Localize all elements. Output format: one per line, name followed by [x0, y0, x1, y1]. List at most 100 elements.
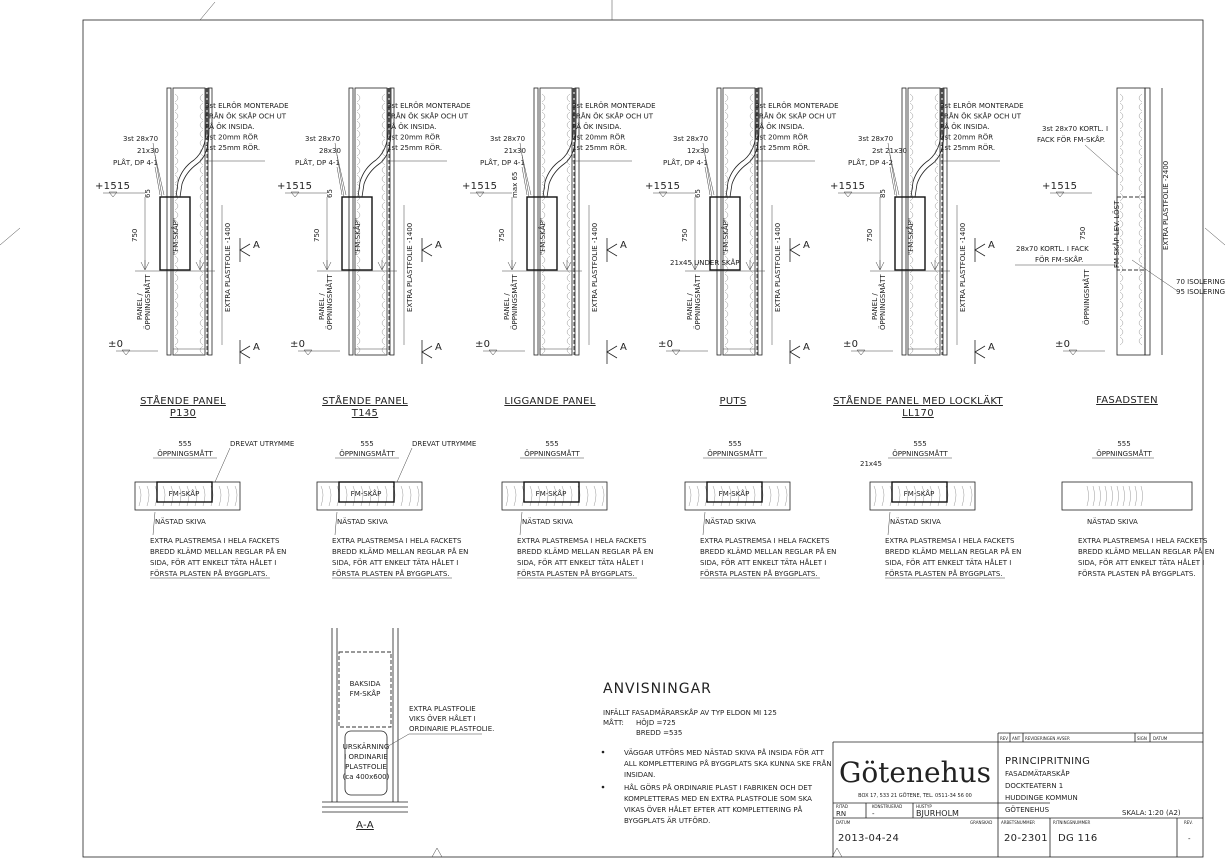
- plan-cabinet: [523, 481, 580, 503]
- instructions-line: HÖJD =725: [636, 718, 676, 727]
- cabinet-label: "FM-SKÅP": [538, 218, 547, 255]
- cabinet-back-outline: [338, 651, 392, 728]
- cabinet-label: "FM-SKÅP": [721, 218, 730, 255]
- opening-label: PANEL /: [686, 293, 694, 320]
- insulation-pattern: [174, 264, 204, 274]
- plan-insulation: [234, 485, 238, 507]
- section-arrow-icon: [974, 243, 986, 257]
- dim-height-label: 750: [131, 229, 139, 242]
- foil-label: EXTRA PLASTFOLIE -2400: [1162, 161, 1170, 250]
- bullet-line: VIKAS ÖVER HÅLET EFTER ATT KOMPLETTERING…: [624, 805, 803, 814]
- insulation-pattern: [1119, 327, 1143, 337]
- level-bottom: ±0: [290, 339, 305, 350]
- plan-width-label: ÖPPNINGSMÅTT: [524, 449, 580, 458]
- opening-markers: [502, 260, 582, 272]
- plan-note-line: FÖRSTA PLASTEN PÅ BYGGPLATS.: [700, 569, 818, 578]
- plan-note-line: BREDD KLÄMD MELLAN REGLAR PÅ EN: [1078, 547, 1214, 556]
- opening-label: PANEL /: [136, 293, 144, 320]
- detail-column-3: "FM-SKÅP" 3st ELRÖR MONTERADE FRÅN ÖK SKÅP…: [462, 87, 656, 579]
- insulation-pattern: [1119, 228, 1143, 238]
- rev-header: ANT: [1012, 736, 1021, 741]
- plan-note-line: BREDD KLÄMD MELLAN REGLAR PÅ EN: [517, 547, 653, 556]
- insulation-pattern: [909, 255, 939, 265]
- insulation-pattern: [174, 111, 204, 121]
- plan-insulation: [553, 485, 557, 507]
- insulation-pattern: [1119, 291, 1143, 301]
- insulation-pattern: [174, 345, 204, 355]
- conduit-note-line: PÅ ÖK INSIDA.: [572, 122, 622, 131]
- dim-height-label: 750: [866, 229, 874, 242]
- dim-top-label: 65: [326, 189, 334, 198]
- top-label: 3st 28x70: [305, 135, 340, 143]
- dim-height-label: 750: [498, 229, 506, 242]
- plan-insulation: [384, 485, 388, 507]
- level-top: +1515: [645, 181, 680, 192]
- section-note-line: ORDINARIE PLASTFOLIE.: [409, 725, 494, 733]
- insulation-pattern: [541, 165, 571, 175]
- plan-insulation: [736, 485, 740, 507]
- level-marker-icon: [290, 191, 300, 198]
- field-label: ARBETSNUMMER: [1001, 820, 1035, 825]
- insulation-pattern: [356, 336, 386, 346]
- insulation-pattern: [1119, 309, 1143, 319]
- top-label: PLÅT, DP 4-1: [113, 158, 158, 167]
- note-top-line: 3st 28x70 KORTL. I: [1042, 125, 1108, 133]
- section-mark-label: A: [620, 240, 627, 251]
- top-label: 3st 28x70: [673, 135, 708, 143]
- plan-note-line: EXTRA PLASTREMSA I HELA FACKETS: [700, 537, 830, 545]
- insulation-pattern: [356, 201, 386, 211]
- plan-insulation: [529, 485, 533, 507]
- insulation-pattern: [909, 201, 939, 211]
- insulation-pattern: [909, 120, 939, 130]
- plan-note-line: FÖRSTA PLASTEN PÅ BYGGPLATS.: [332, 569, 450, 578]
- insulation-pattern: [356, 93, 386, 103]
- conduit-note-line: FRÅN ÖK SKÅP OCH UT: [387, 112, 469, 121]
- plan-insulation: [921, 485, 925, 507]
- plan-width-label: ÖPPNINGSMÅTT: [157, 449, 213, 458]
- plan-note-line: EXTRA PLASTREMSA I HELA FACKETS: [332, 537, 462, 545]
- insulation-pattern: [541, 318, 571, 328]
- rev-value: -: [1188, 835, 1191, 843]
- plan-note-line: FÖRSTA PLASTEN PÅ BYGGPLATS.: [1078, 569, 1196, 578]
- bullet-line: BYGGPLATS ÄR UTFÖRD.: [624, 816, 710, 825]
- plan-insulation: [1122, 485, 1125, 507]
- insulation-pattern: [356, 138, 386, 148]
- insulation-pattern: [356, 246, 386, 256]
- top-label: 3st 28x70: [123, 135, 158, 143]
- plan-insulation: [720, 485, 724, 507]
- column-title: LIGGANDE PANEL: [504, 396, 595, 407]
- insulation-pattern: [724, 138, 754, 148]
- conduit-note-line: 3st ELRÖR MONTERADE: [572, 101, 656, 110]
- section-arrow-icon: [421, 345, 433, 359]
- plan-insulation: [368, 485, 372, 507]
- conduit-note-line: 3st ELRÖR MONTERADE: [205, 101, 289, 110]
- section-arrow-icon: [606, 243, 618, 257]
- insulation-pattern: [1119, 120, 1143, 130]
- plan-width-label: ÖPPNINGSMÅTT: [339, 449, 395, 458]
- plan-insulation: [768, 485, 772, 507]
- top-label: 21x30: [137, 147, 159, 155]
- insulation-pattern: [909, 165, 939, 175]
- plan-note-line: EXTRA PLASTREMSA I HELA FACKETS: [885, 537, 1015, 545]
- conduit-note-line: FRÅN ÖK SKÅP OCH UT: [572, 112, 654, 121]
- conduit-note-line: 2st 20mm RÖR: [205, 133, 258, 142]
- section-note-line: VIKS ÖVER HÅLET I: [409, 714, 476, 723]
- top-label: PLÅT, DP 4-1: [663, 158, 708, 167]
- insulation-pattern: [541, 345, 571, 355]
- plan-note-line: SIDA, FÖR ATT ENKELT TÄTA HÅLET I: [517, 558, 643, 567]
- insulation-pattern: [174, 102, 204, 112]
- interior-board: [207, 87, 213, 356]
- conduit-pipes: [542, 88, 577, 198]
- conduit-note-line: PÅ ÖK INSIDA.: [755, 122, 805, 131]
- meter-cabinet-elevation: [709, 196, 741, 271]
- insulation-pattern: [356, 318, 386, 328]
- insulation-pattern: [541, 309, 571, 319]
- plan-width: 555: [1117, 440, 1130, 448]
- insulation-pattern: [356, 228, 386, 238]
- sill-plate: [354, 348, 388, 356]
- top-label: PLÅT, DP 4-1: [480, 158, 525, 167]
- sill-plate: [172, 348, 206, 356]
